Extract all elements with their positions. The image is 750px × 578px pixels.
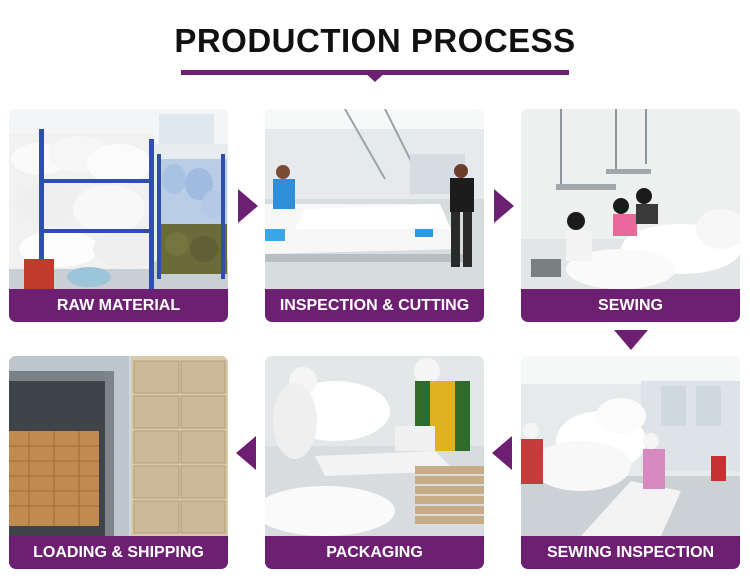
step-label-packaging: PACKAGING bbox=[265, 536, 484, 569]
step-label-sewing: SEWING bbox=[521, 289, 740, 322]
page-title: PRODUCTION PROCESS bbox=[174, 22, 576, 59]
sewing-inspection-photo bbox=[521, 356, 740, 536]
arrow-left-icon bbox=[236, 436, 256, 470]
step-card-sewing-inspection: SEWING INSPECTION bbox=[521, 356, 740, 569]
step-label-inspection-cutting: INSPECTION & CUTTING bbox=[265, 289, 484, 322]
raw-material-photo bbox=[9, 109, 228, 289]
arrow-right-icon bbox=[238, 189, 258, 223]
step-card-sewing: SEWING bbox=[521, 109, 740, 322]
step-card-raw-material: RAW MATERIAL bbox=[9, 109, 228, 322]
loading-shipping-photo bbox=[9, 356, 228, 536]
arrow-right-icon bbox=[494, 189, 514, 223]
inspection-cutting-photo bbox=[265, 109, 484, 289]
arrow-down-icon bbox=[614, 330, 648, 350]
sewing-photo bbox=[521, 109, 740, 289]
step-card-loading-shipping: LOADING & SHIPPING bbox=[9, 356, 228, 569]
step-label-sewing-inspection: SEWING INSPECTION bbox=[521, 536, 740, 569]
step-card-packaging: PACKAGING bbox=[265, 356, 484, 569]
arrow-left-icon bbox=[492, 436, 512, 470]
step-label-raw-material: RAW MATERIAL bbox=[9, 289, 228, 322]
step-card-inspection-cutting: INSPECTION & CUTTING bbox=[265, 109, 484, 322]
packaging-photo bbox=[265, 356, 484, 536]
step-label-loading-shipping: LOADING & SHIPPING bbox=[9, 536, 228, 569]
title-notch-icon bbox=[362, 70, 388, 82]
